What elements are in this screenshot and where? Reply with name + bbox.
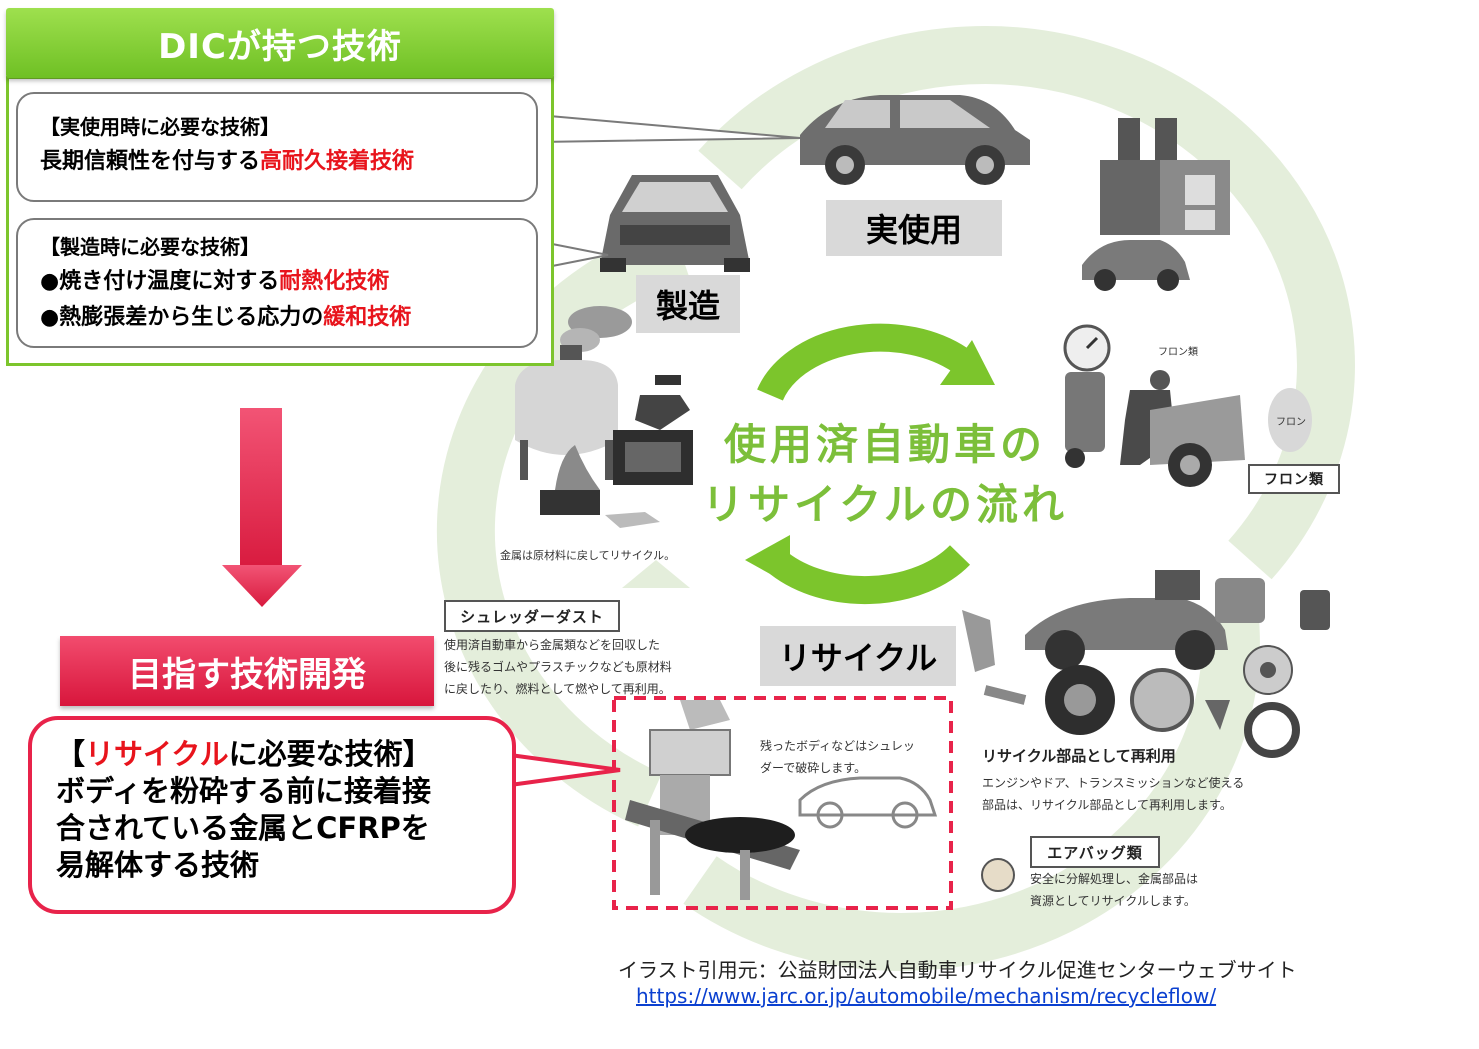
bubble-manufacture-line1-prefix: ●焼き付け温度に対する — [40, 269, 280, 294]
bubble-manufacture-heading: 【製造時に必要な技術】 — [40, 235, 260, 259]
manufacturing-car-icon — [600, 175, 750, 272]
bubble-manufacture-line2-prefix: ●熱膨張差から生じる応力の — [40, 305, 324, 330]
shredder-dust-text3: に戻したり、燃料として燃やして再利用。 — [444, 682, 671, 696]
target-tech-bubble: 【リサイクルに必要な技術】 ボディを粉砕する前に接着接 合されている金属とCFR… — [28, 716, 516, 914]
stage-manufacture-label: 製造 — [636, 275, 740, 333]
target-tech-header: 目指す技術開発 — [60, 636, 434, 706]
inner-arrowhead-top — [940, 340, 995, 385]
ring-arrowhead — [622, 560, 690, 588]
airbag-text1: 安全に分解処理し、金属部品は — [1030, 872, 1199, 886]
metal-note: 金属は原材料に戻してリサイクル。 — [500, 549, 676, 562]
parts-heading: リサイクル部品として再利用 — [982, 747, 1176, 765]
bubble-use-line: 長期信頼性を付与する高耐久接着技術 — [40, 144, 536, 180]
car-in-use-icon — [800, 95, 1030, 185]
shredder-body-car-icon — [798, 776, 938, 829]
bubble-manufacture-line2-highlight: 緩和技術 — [323, 305, 412, 330]
stage-recycle-label: リサイクル — [760, 626, 956, 686]
airbag-text2: 資源としてリサイクルします。 — [1030, 894, 1196, 908]
freon-recovery-icon — [1063, 324, 1312, 487]
freon-label: フロン類 — [1248, 464, 1340, 494]
freon-small-label: フロン類 — [1158, 347, 1198, 358]
illustration-credit: イラスト引用元：公益財団法人自動車リサイクル促進センターウェブサイト — [618, 958, 1297, 982]
inner-arrowhead-bottom — [745, 535, 790, 585]
airbag-label: エアバッグ類 — [1030, 836, 1160, 868]
bubble1-tail — [537, 114, 801, 143]
bubble-manufacture-line1-highlight: 耐熱化技術 — [279, 269, 390, 294]
bubble-use-heading: 【実使用時に必要な技術】 — [40, 115, 280, 139]
shredder-machine-icon — [625, 700, 800, 900]
target-bubble-tail — [509, 753, 621, 787]
bubble-use-prefix: 長期信頼性を付与する — [40, 149, 261, 174]
parts-text2: 部品は、リサイクル部品として再利用します。 — [982, 798, 1232, 812]
shredder-dust-text1: 使用済自動車から金属類などを回収した — [444, 638, 661, 652]
parts-text: エンジンやドア、トランスミッションなど使える 部品は、リサイクル部品として再利用… — [982, 772, 1244, 816]
stage-use-label: 実使用 — [826, 200, 1002, 256]
target-bracket: 【 — [56, 737, 86, 771]
inner-cycle-arrows — [757, 323, 971, 605]
target-highlight-dismantle: 易解体する技術 — [56, 848, 260, 882]
target-highlight-recycle: リサイクル — [85, 737, 229, 771]
dic-bubble-use: 【実使用時に必要な技術】 長期信頼性を付与する高耐久接着技術 — [16, 92, 538, 202]
target-line2: ボディを粉砕する前に接着接 — [56, 774, 431, 808]
freon-tank-label: フロン — [1276, 417, 1306, 428]
shredder-highlight-box — [612, 696, 953, 910]
dic-tech-header: DICが持つ技術 — [6, 8, 554, 78]
airbag-text: 安全に分解処理し、金属部品は 資源としてリサイクルします。 — [1030, 868, 1198, 912]
cycle-title-line2: リサイクルの流れ — [702, 480, 1068, 529]
target-heading: 【リサイクルに必要な技術】 — [56, 736, 512, 773]
parts-text1: エンジンやドア、トランスミッションなど使える — [982, 776, 1245, 790]
bubble-manufacture-line2: ●熱膨張差から生じる応力の緩和技術 — [40, 300, 536, 336]
recycled-parts-icon — [962, 570, 1330, 892]
dic-bubble-manufacture: 【製造時に必要な技術】 ●焼き付け温度に対する耐熱化技術 ●熱膨張差から生じる応… — [16, 218, 538, 348]
target-heading-rest: に必要な技術】 — [228, 737, 432, 771]
bubble-use-highlight: 高耐久接着技術 — [260, 149, 415, 174]
small-car-icon — [1082, 240, 1190, 291]
shredder-dust-label: シュレッダーダスト — [444, 600, 620, 632]
target-line3: 合されている金属とCFRPを — [56, 811, 430, 845]
factory-icon — [1100, 118, 1230, 235]
body-shred-note: 残ったボディなどはシュレッ ダーで破砕します。 — [760, 735, 915, 779]
shredder-dust-text2: 後に残るゴムやプラスチックなども原材料 — [444, 660, 672, 674]
credit-url-link[interactable]: https://www.jarc.or.jp/automobile/mechan… — [636, 984, 1217, 1008]
bubble-manufacture-line1: ●焼き付け温度に対する耐熱化技術 — [40, 264, 536, 300]
furnace-icon — [515, 306, 693, 528]
cycle-title-line1: 使用済自動車の — [723, 420, 1046, 469]
down-arrow-icon — [222, 408, 302, 607]
body-shred-text1: 残ったボディなどはシュレッ — [760, 739, 915, 753]
body-shred-text2: ダーで破砕します。 — [760, 761, 867, 775]
shredder-dust-text: 使用済自動車から金属類などを回収した 後に残るゴムやプラスチックなども原材料 に… — [444, 634, 672, 700]
cycle-title: 使用済自動車の リサイクルの流れ — [690, 415, 1080, 535]
